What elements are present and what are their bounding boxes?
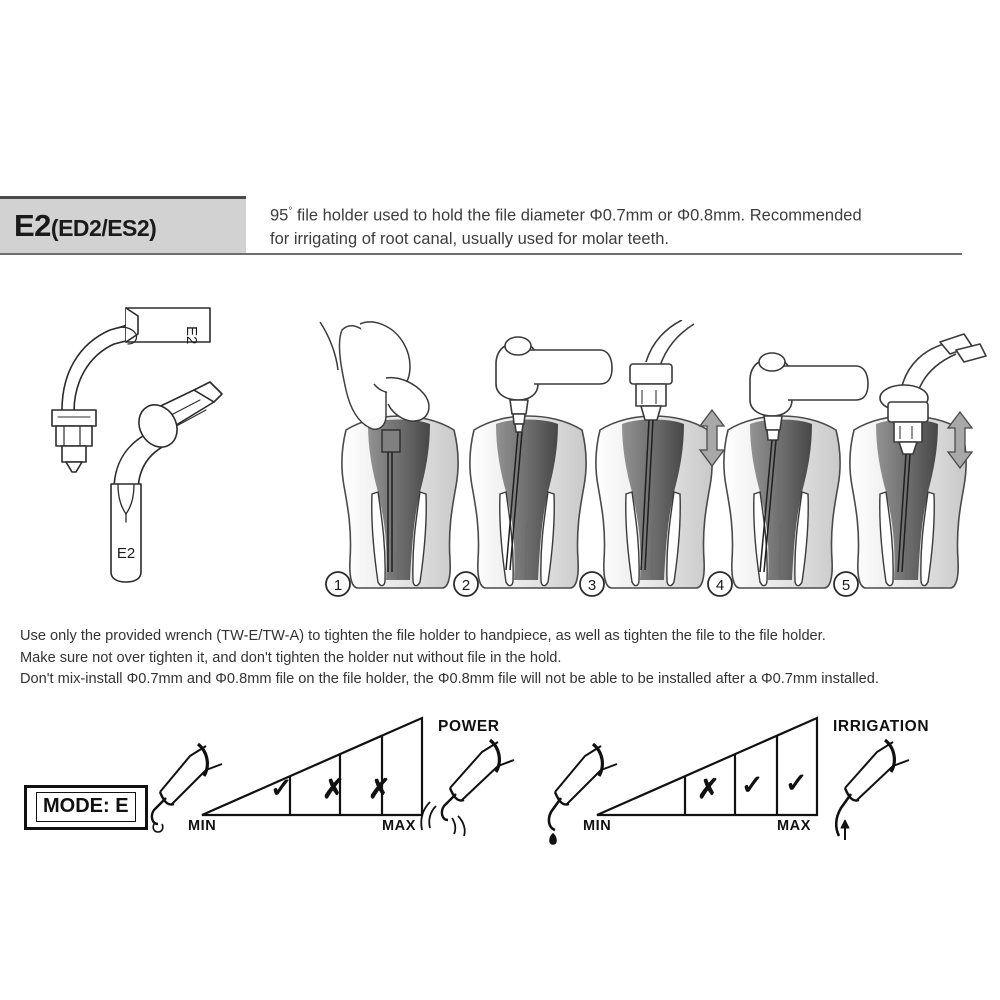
product-code-variants: (ED2/ES2) [50,215,157,241]
irrigation-scale-diagram: ✗ ✓ ✓ IRRIGATION MIN MAX [545,700,965,845]
irrigation-min-label: MIN [583,818,612,834]
scaler-tip-icon-right-water [834,738,910,840]
procedure-steps-illustration: 1 2 [319,320,987,597]
scaler-tip-icon-left-drip [547,742,618,845]
step-badge-2: 2 [453,571,479,597]
power-title: POWER [438,718,500,735]
product-code-box: E2(ED2/ES2) [0,199,246,253]
step-badge-1: 1 [325,571,351,597]
step-number-4: 4 [716,577,724,594]
warning-line-1: Use only the provided wrench (TW-E/TW-A)… [20,628,826,644]
power-min-label: MIN [188,818,217,834]
step-number-2: 2 [462,577,470,594]
power-mark-3: ✗ [368,774,391,804]
degree-symbol-icon: ° [288,206,293,217]
power-scale-diagram: ✓ ✗ ✗ POWER MIN MAX [150,700,570,845]
product-code-main: E2 [14,208,51,243]
mode-label: MODE: E [36,792,136,822]
step-badge-3: 3 [579,571,605,597]
irrigation-mark-3: ✓ [785,768,808,798]
scaler-tip-icon-left [150,742,223,833]
step-badge-4: 4 [707,571,733,597]
product-description-line-2: for irrigating of root canal, usually us… [270,229,669,248]
product-code-text: E2(ED2/ES2) [0,208,157,244]
procedure-step-5: 5 [833,333,987,597]
procedure-step-4: 4 [707,352,869,597]
warning-line-2: Make sure not over tighten it, and don't… [20,649,562,666]
tip-label-bottom: E2 [117,545,135,562]
irrigation-triangle [596,716,819,817]
power-max-label: MAX [382,818,417,834]
product-illustrations: E2 E2 [51,307,223,583]
step-number-3: 3 [588,577,596,594]
irrigation-mark-1: ✗ [697,774,720,804]
tip-view-top [51,307,211,473]
angle-value: 95 [270,206,289,225]
procedure-step-3: 3 [579,320,713,597]
step-number-1: 1 [334,577,342,594]
irrigation-title: IRRIGATION [833,718,930,735]
mode-box: MODE: E [24,785,148,830]
irrigation-max-label: MAX [777,818,812,834]
scaler-tip-icon-right-vibrating [420,738,515,837]
product-description-line-1: 95° file holder used to hold the file di… [270,200,960,228]
power-triangle [201,716,424,817]
power-mark-2: ✗ [322,774,345,804]
procedure-step-2: 2 [453,336,613,597]
power-mark-1: ✓ [270,773,293,803]
step-number-5: 5 [842,577,850,594]
step-badge-5: 5 [833,571,859,597]
irrigation-mark-2: ✓ [741,770,764,800]
procedure-step-1: 1 [319,321,459,597]
product-description: 95° file holder used to hold the file di… [270,200,960,251]
tip-view-bottom [110,381,223,583]
header-top-rule [0,196,246,199]
description-line-1-rest: file holder used to hold the file diamet… [292,206,862,225]
warning-text-block: Use only the provided wrench (TW-E/TW-A)… [20,626,980,691]
warning-line-3: Don't mix-install Φ0.7mm and Φ0.8mm file… [20,671,879,687]
tip-label-top: E2 [183,326,200,344]
header-bottom-rule [0,253,962,255]
